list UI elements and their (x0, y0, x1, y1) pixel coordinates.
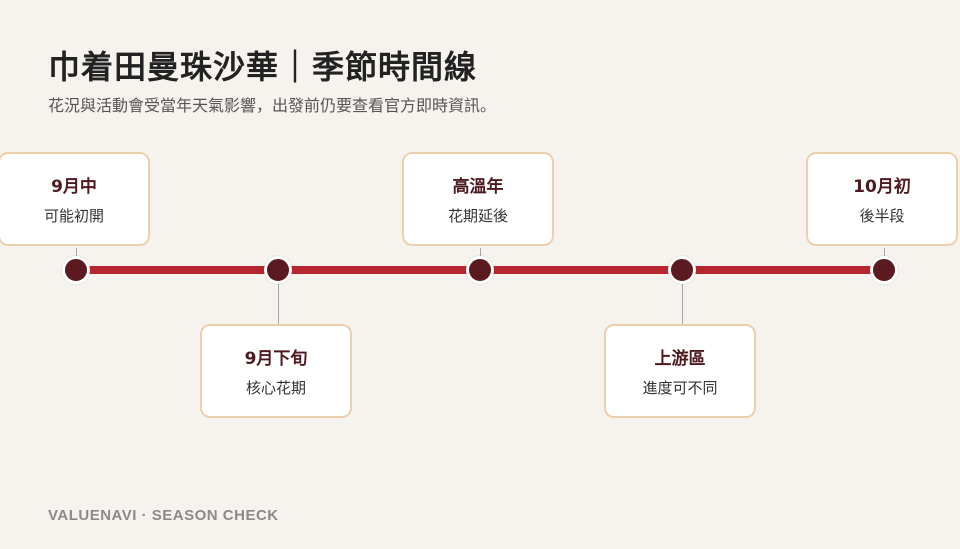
event-desc: 可能初開 (43, 207, 104, 225)
event-desc: 核心花期 (245, 379, 306, 397)
event-desc: 進度可不同 (642, 379, 718, 397)
event-title: 10月初 (853, 177, 911, 197)
event-title: 上游區 (654, 349, 706, 369)
page-subtitle: 花況與活動會受當年天氣影響，出發前仍要查看官方即時資訊。 (48, 96, 497, 115)
event-desc: 後半段 (859, 207, 905, 225)
event-card-5: 10月初 後半段 (806, 152, 958, 246)
event-node-3 (466, 256, 494, 284)
event-desc: 花期延後 (447, 207, 508, 225)
page-title: 巾着田曼珠沙華｜季節時間線 (48, 48, 478, 86)
event-title: 9月下旬 (244, 349, 308, 369)
event-connector (682, 270, 683, 324)
event-title: 9月中 (51, 177, 97, 197)
event-title: 高溫年 (452, 177, 504, 197)
footer-brand: VALUENAVI · SEASON CHECK (48, 507, 279, 524)
event-card-3: 高溫年 花期延後 (402, 152, 554, 246)
event-connector (278, 270, 279, 324)
event-card-4: 上游區 進度可不同 (604, 324, 756, 418)
event-card-1: 9月中 可能初開 (0, 152, 150, 246)
event-node-4 (668, 256, 696, 284)
event-node-5 (870, 256, 898, 284)
event-node-1 (62, 256, 90, 284)
event-node-2 (264, 256, 292, 284)
event-card-2: 9月下旬 核心花期 (200, 324, 352, 418)
